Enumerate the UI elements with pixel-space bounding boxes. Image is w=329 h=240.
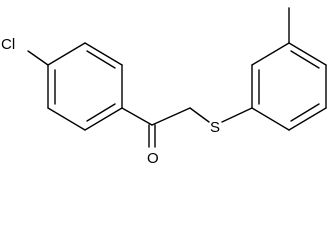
bond-s (189, 107, 210, 123)
bond (251, 107, 290, 131)
atom-label-chlorine: Cl (1, 36, 15, 53)
double-bond-inner (290, 50, 320, 69)
bond (84, 42, 123, 66)
double-bond-inner (290, 103, 320, 122)
bond-s (221, 107, 253, 123)
bond (84, 107, 123, 131)
bond (151, 107, 191, 126)
bond (288, 107, 327, 131)
molecule-drawing: Cl S O (1, 7, 327, 167)
structure-diagram: Cl S O (1, 7, 327, 167)
bond-cl (27, 50, 49, 66)
bond (47, 42, 86, 66)
atom-label-sulfur: S (210, 119, 220, 136)
bond (121, 107, 153, 126)
bond (47, 107, 86, 131)
atom-label-oxygen: O (147, 150, 159, 167)
bond-layer (27, 7, 327, 148)
bond (251, 42, 290, 66)
atom-label-layer: Cl S O (1, 36, 220, 167)
double-bond-inner (86, 50, 116, 69)
double-bond-inner (86, 103, 116, 122)
bond (288, 42, 327, 66)
